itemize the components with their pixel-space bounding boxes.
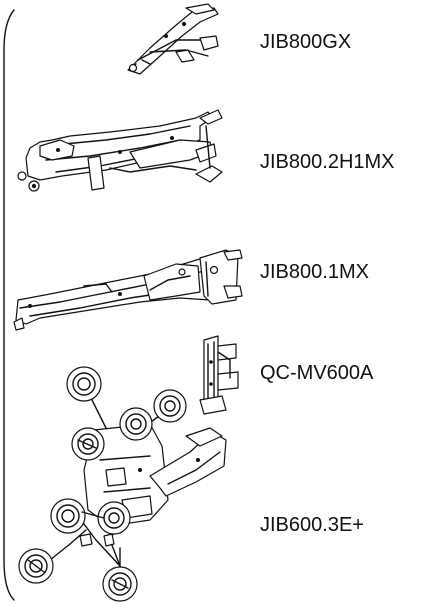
model-label-qc-mv600a: QC-MV600A [260,362,374,384]
jib800gx-boom-illustration [127,3,219,75]
jib600-3e-plus-vacuum-lifter-illustration [18,366,227,602]
qc-mv600a-quick-coupler-illustration [199,335,239,415]
model-label-jib800-1mx: JIB800.1MX [260,261,369,283]
model-label-jib800-2h1mx: JIB800.2H1MX [260,151,395,173]
group-bracket [3,9,15,601]
model-label-jib600-3e-plus: JIB600.3E+ [260,514,364,536]
model-label-jib800gx: JIB800GX [260,31,352,53]
jib800-1mx-boom-illustration [13,249,243,331]
jib800-2h1mx-boom-illustration [17,109,223,192]
